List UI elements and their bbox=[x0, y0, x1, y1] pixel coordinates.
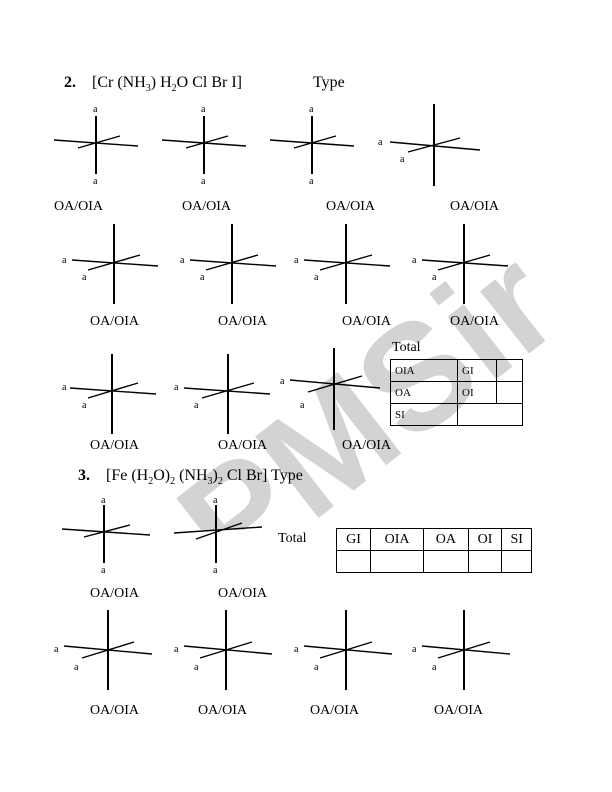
axis-label-top: a bbox=[309, 104, 314, 115]
header-cell: OI bbox=[467, 528, 503, 551]
oa-label: OA/OIA bbox=[434, 703, 483, 718]
axis-label-left: a bbox=[412, 644, 417, 655]
q2-diagram-5: a a bbox=[62, 224, 159, 304]
axis-label-left: a bbox=[174, 382, 179, 393]
cell-blank bbox=[496, 381, 523, 404]
axis-label-front: a bbox=[432, 662, 437, 673]
axis-label-front: a bbox=[194, 400, 199, 411]
cell-oa: OA bbox=[390, 381, 458, 404]
axis-label-left: a bbox=[412, 255, 417, 266]
q2-diagram-6: a a bbox=[180, 224, 277, 304]
q3-formula: [Fe (H2O)2 (NH3)2 Cl Br] Type bbox=[106, 467, 303, 488]
q2-diagram-8: a a bbox=[412, 224, 509, 304]
oa-label: OA/OIA bbox=[450, 314, 499, 329]
blank-cell bbox=[336, 550, 371, 573]
q2-formula: [Cr (NH3) H2O Cl Br I] bbox=[92, 74, 242, 95]
axis-label-front: a bbox=[82, 400, 87, 411]
oa-label: OA/OIA bbox=[342, 438, 391, 453]
q2-total-table: OIA GI OA OI SI bbox=[390, 359, 523, 426]
axis-label-top: a bbox=[93, 104, 98, 115]
axis-label-bottom: a bbox=[101, 565, 106, 575]
blank-cell bbox=[423, 550, 469, 573]
q2-total-title: Total bbox=[392, 340, 421, 355]
q3-title: 3. [Fe (H2O)2 (NH3)2 Cl Br] Type bbox=[78, 467, 303, 487]
axis-label-top: a bbox=[201, 104, 206, 115]
axis-label-front: a bbox=[82, 272, 87, 283]
q2-diagram-10: a a bbox=[174, 354, 271, 434]
oa-label: OA/OIA bbox=[218, 314, 267, 329]
oa-label: OA/OIA bbox=[218, 586, 267, 601]
q3-diagram-5: a a bbox=[294, 610, 393, 690]
oa-label: OA/OIA bbox=[54, 199, 103, 214]
axis-label-bottom: a bbox=[201, 176, 206, 187]
blank-cell bbox=[501, 550, 532, 573]
q3-diagram-4: a a bbox=[174, 610, 273, 690]
q3-diagram-3: a a bbox=[54, 610, 153, 690]
oa-label: OA/OIA bbox=[450, 199, 499, 214]
oa-label: OA/OIA bbox=[326, 199, 375, 214]
q2-diagram-11: a a bbox=[280, 348, 381, 430]
q2-diagram-1: a a bbox=[53, 104, 139, 187]
q2-diagram-2: a a bbox=[161, 104, 247, 187]
header-cell: SI bbox=[501, 528, 532, 551]
oa-label: OA/OIA bbox=[342, 314, 391, 329]
header-cell: OIA bbox=[369, 528, 425, 551]
axis-label-bottom: a bbox=[93, 176, 98, 187]
q3-diagram-2: a a bbox=[173, 495, 263, 575]
axis-label-front: a bbox=[314, 272, 319, 283]
oa-label: OA/OIA bbox=[90, 586, 139, 601]
axis-label-front: a bbox=[432, 272, 437, 283]
blank-cell bbox=[369, 550, 425, 573]
q2-diagram-9: a a bbox=[62, 354, 157, 434]
axis-label-left: a bbox=[62, 382, 67, 393]
oa-label: OA/OIA bbox=[182, 199, 231, 214]
q2-diagram-3: a a bbox=[269, 104, 355, 187]
q2-type-label: Type bbox=[313, 74, 345, 91]
blank-cell bbox=[467, 550, 503, 573]
q3-total-title: Total bbox=[278, 531, 307, 546]
cell-gi: GI bbox=[457, 359, 497, 382]
q2-title: 2. [Cr (NH3) H2O Cl Br I] bbox=[64, 74, 242, 94]
cell-blank bbox=[457, 403, 523, 426]
axis-label-front: a bbox=[74, 662, 79, 673]
q3-diagram-1: a a bbox=[61, 495, 151, 575]
axis-label-left: a bbox=[280, 376, 285, 387]
oa-label: OA/OIA bbox=[90, 314, 139, 329]
axis-label-top: a bbox=[101, 495, 106, 506]
oa-label: OA/OIA bbox=[90, 703, 139, 718]
axis-label-left: a bbox=[180, 255, 185, 266]
axis-label-left: a bbox=[54, 644, 59, 655]
axis-label-left: a bbox=[174, 644, 179, 655]
q2-diagram-7: a a bbox=[294, 224, 391, 304]
axis-label-left: a bbox=[294, 255, 299, 266]
axis-label-front: a bbox=[400, 154, 405, 165]
axis-label-front: a bbox=[314, 662, 319, 673]
q2-number: 2. bbox=[64, 74, 76, 91]
q3-diagram-6: a a bbox=[412, 610, 511, 690]
cell-oi: OI bbox=[457, 381, 497, 404]
header-cell: GI bbox=[336, 528, 371, 551]
q2-diagram-4: a a bbox=[378, 104, 481, 186]
cell-blank bbox=[496, 359, 523, 382]
cell-oia: OIA bbox=[390, 359, 458, 382]
axis-label-top: a bbox=[213, 495, 218, 506]
cell-si: SI bbox=[390, 403, 458, 426]
oa-label: OA/OIA bbox=[198, 703, 247, 718]
axis-label-left: a bbox=[378, 137, 383, 148]
axis-label-front: a bbox=[200, 272, 205, 283]
axis-label-front: a bbox=[194, 662, 199, 673]
axis-label-left: a bbox=[294, 644, 299, 655]
q3-number: 3. bbox=[78, 467, 90, 484]
axis-label-front: a bbox=[300, 400, 305, 411]
header-cell: OA bbox=[423, 528, 469, 551]
oa-label: OA/OIA bbox=[90, 438, 139, 453]
q3-total-table: GI OIA OA OI SI bbox=[336, 528, 532, 573]
axis-label-bottom: a bbox=[309, 176, 314, 187]
oa-label: OA/OIA bbox=[310, 703, 359, 718]
oa-label: OA/OIA bbox=[218, 438, 267, 453]
axis-label-left: a bbox=[62, 255, 67, 266]
axis-label-bottom: a bbox=[213, 565, 218, 575]
